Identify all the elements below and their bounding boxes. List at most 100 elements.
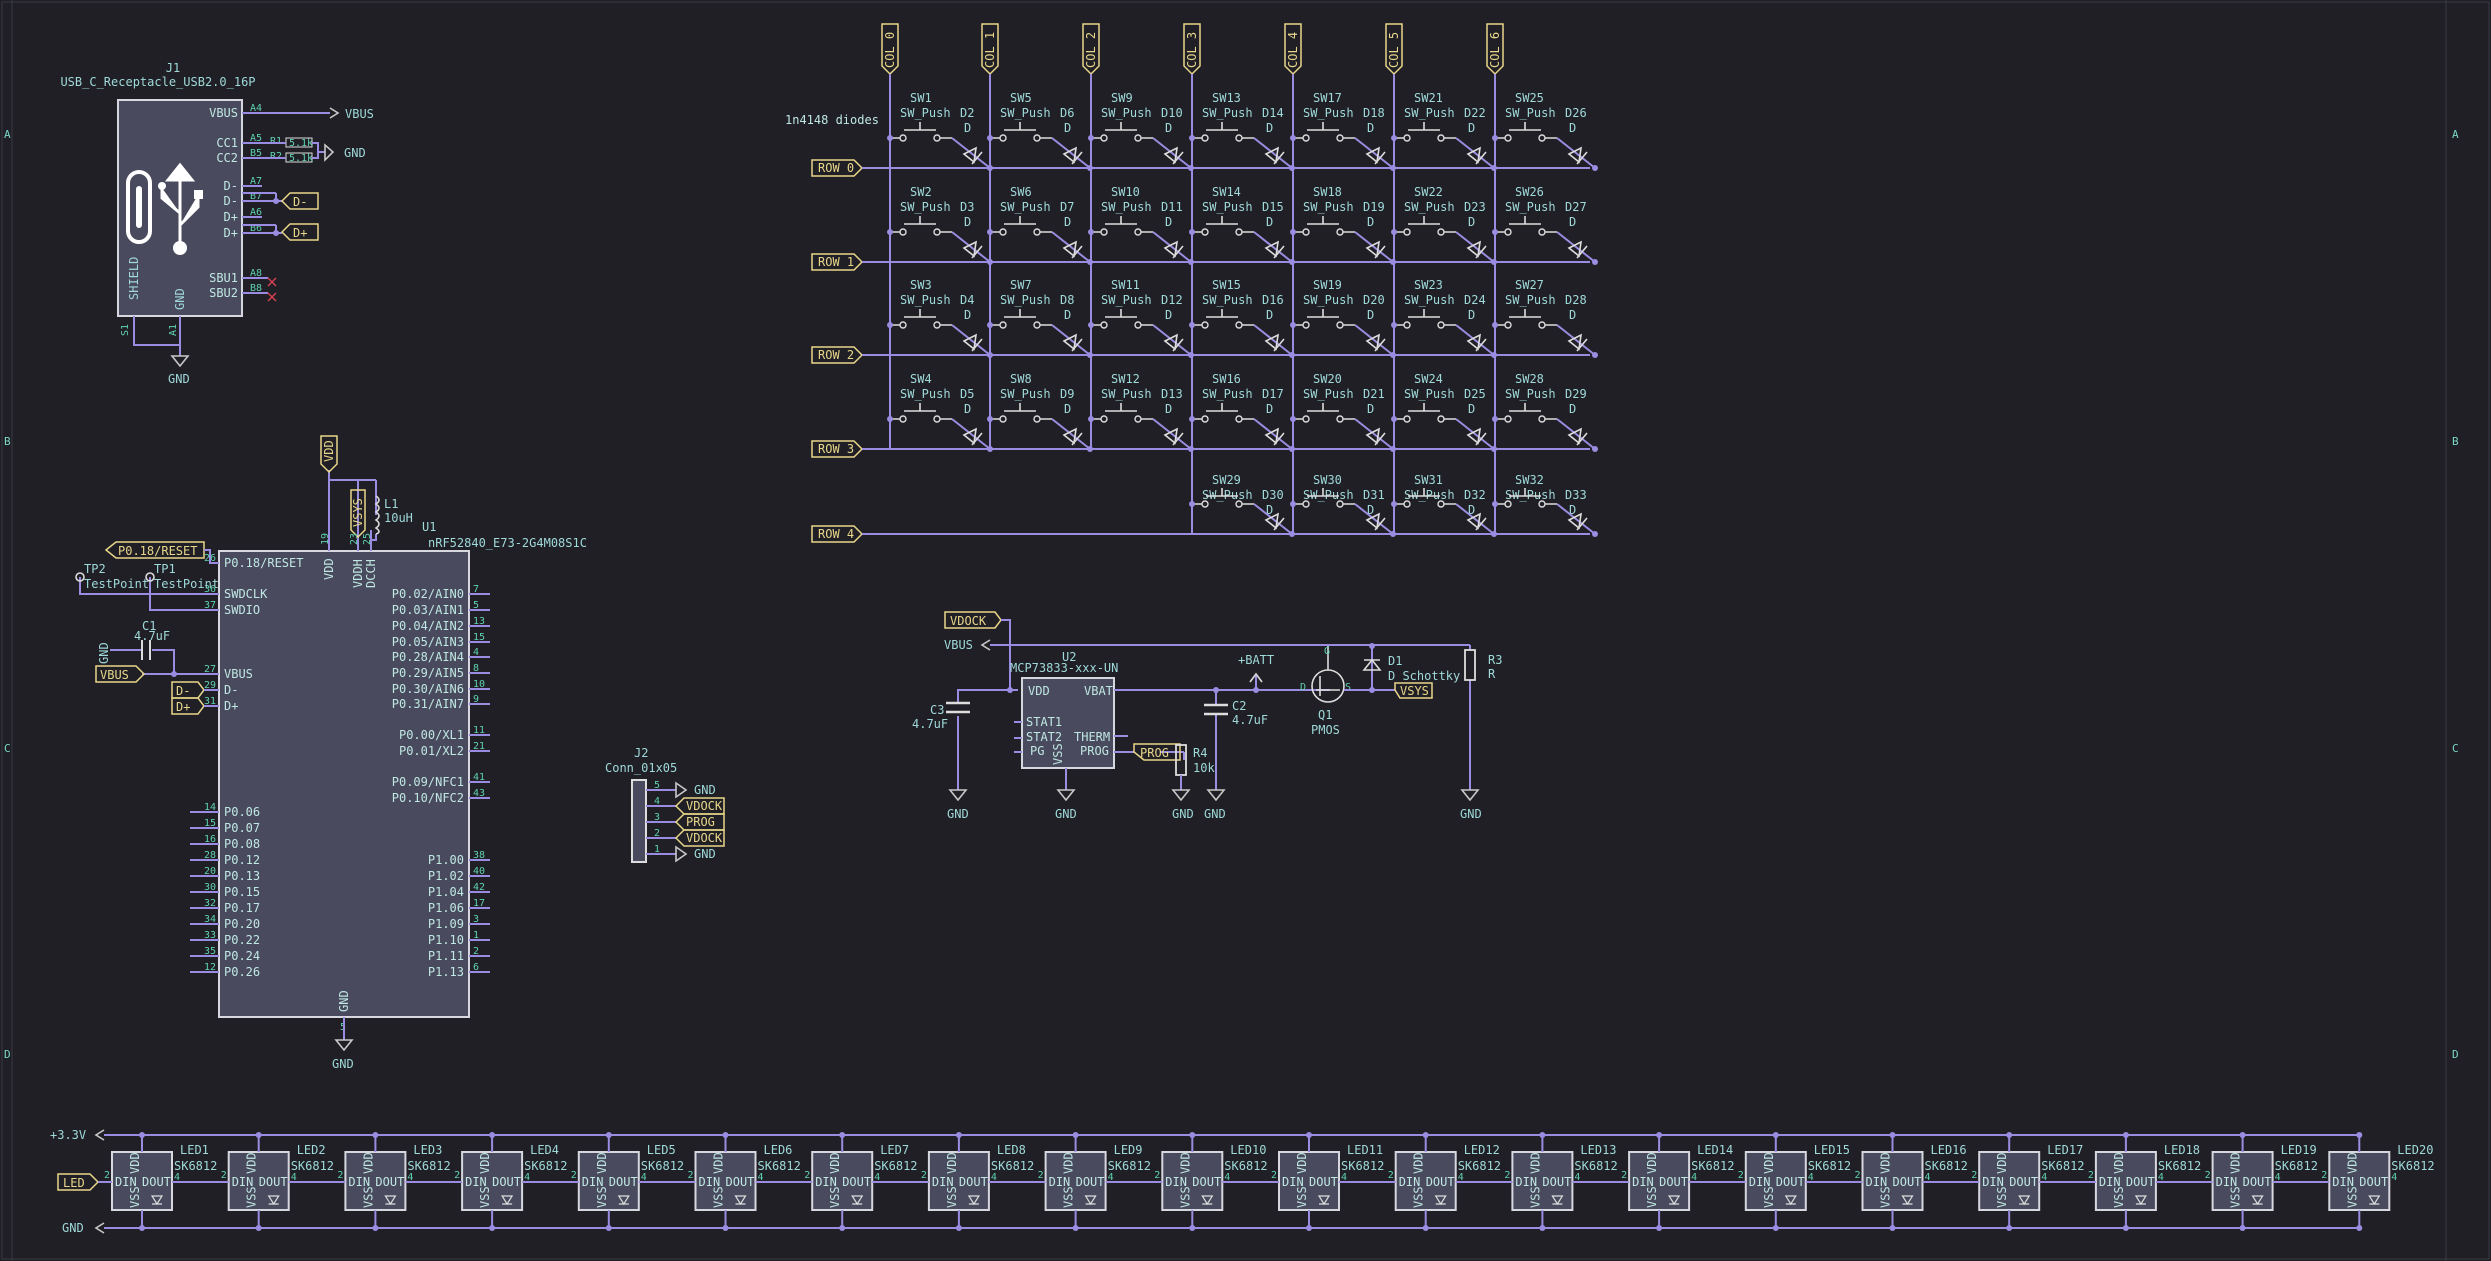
led-vss: VSS <box>2112 1186 2126 1208</box>
led-dout: DOUT <box>842 1175 871 1189</box>
column-label: COL 0 <box>883 32 897 68</box>
led-icon <box>1084 1195 1097 1206</box>
led-value: SK6812 <box>1224 1159 1267 1173</box>
frame-letter: C <box>2452 742 2459 755</box>
diode-icon <box>962 240 983 259</box>
mcu-right-pin: P1.11 <box>428 949 464 963</box>
charger-u2[interactable]: VDOCK VBUS C3 4.7uF GND U2 MCP73833-xxx-… <box>912 611 1502 821</box>
diode-value: D <box>1064 121 1071 135</box>
diode-value: D <box>1367 308 1374 322</box>
mcu-right-num: 13 <box>473 616 485 627</box>
usb-pin-label: CC1 <box>216 136 238 150</box>
switch-value: SW_Push <box>900 293 951 307</box>
led-pin-num: 4 <box>407 1172 413 1183</box>
diode-ref: D16 <box>1262 293 1284 307</box>
diode-icon <box>1365 146 1386 165</box>
led-value: SK6812 <box>2041 1159 2084 1173</box>
switch-ref: SW30 <box>1313 473 1342 487</box>
c1-ref: C1 <box>142 619 156 633</box>
led-ref: LED6 <box>764 1143 793 1157</box>
led-pin-num: 2 <box>921 1170 927 1181</box>
diode-icon <box>1163 333 1184 352</box>
diode-icon <box>1264 146 1285 165</box>
column-label-box <box>1385 23 1403 76</box>
led-pin-num: 2 <box>1738 1170 1744 1181</box>
row-label-box <box>811 525 864 543</box>
mcu-right-pin: P0.01/XL2 <box>399 744 464 758</box>
diode-icon <box>962 333 983 352</box>
mcu-u1[interactable]: U1 nRF52840_E73-2G4M08S1C P0.18/RESET26S… <box>75 435 587 1071</box>
diode-icon <box>1365 427 1386 446</box>
diode-value: D <box>964 121 971 135</box>
switch-ref: SW26 <box>1515 185 1544 199</box>
diode-ref: D18 <box>1363 106 1385 120</box>
mcu-right-pin: P1.09 <box>428 917 464 931</box>
diode-ref: D27 <box>1565 200 1587 214</box>
usb-pin-num: A4 <box>250 103 262 114</box>
diode-ref: D13 <box>1161 387 1183 401</box>
mcu-right-num: 1 <box>473 930 479 941</box>
mcu-left-num: 36 <box>204 584 216 595</box>
r3-body <box>1464 649 1476 681</box>
led-icon <box>851 1195 864 1206</box>
mcu-left-num: 29 <box>204 680 216 691</box>
c2-ref: C2 <box>1232 699 1246 713</box>
led-value: SK6812 <box>1341 1159 1384 1173</box>
led-dout: DOUT <box>1659 1175 1688 1189</box>
usb-pin-num: A5 <box>250 133 262 144</box>
usb-dm-label: D- <box>293 195 307 209</box>
